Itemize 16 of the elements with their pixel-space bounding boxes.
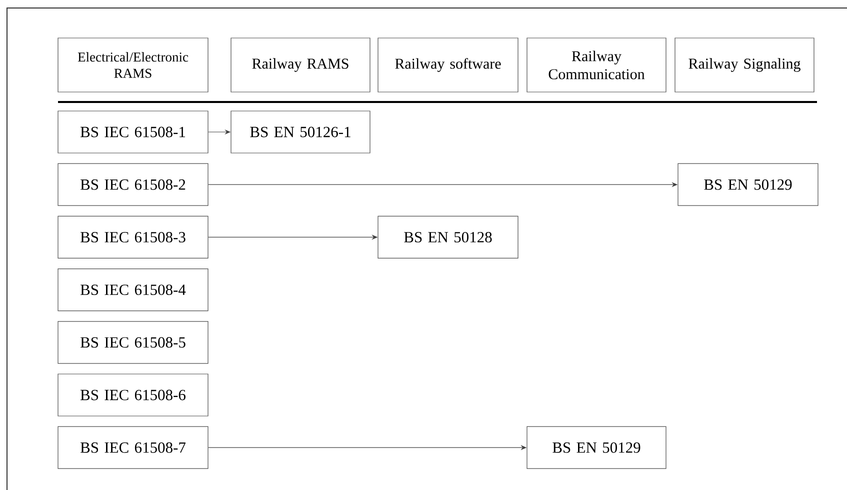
- standard-box: BS IEC 61508-3: [58, 216, 208, 258]
- header-box: Railway Signaling: [674, 38, 814, 92]
- header-box: Electrical/Electronic RAMS: [58, 38, 208, 92]
- standard-box: BS EN 50129: [526, 426, 666, 469]
- standard-box: BS EN 50126-1: [230, 110, 370, 154]
- header-box: Railway Communication: [526, 38, 666, 92]
- standard-box: BS EN 50129: [678, 163, 818, 206]
- standard-box: BS IEC 61508-4: [58, 268, 208, 312]
- standard-box: BS IEC 61508-1: [58, 110, 208, 154]
- header-box: Railway RAMS: [230, 38, 370, 92]
- standard-box: BS IEC 61508-6: [58, 374, 208, 416]
- standard-box: BS IEC 61508-5: [58, 321, 208, 364]
- header-box: Railway software: [378, 38, 518, 92]
- standard-box: BS EN 50128: [378, 216, 518, 258]
- standard-box: BS IEC 61508-7: [58, 426, 208, 469]
- standard-box: BS IEC 61508-2: [58, 163, 208, 206]
